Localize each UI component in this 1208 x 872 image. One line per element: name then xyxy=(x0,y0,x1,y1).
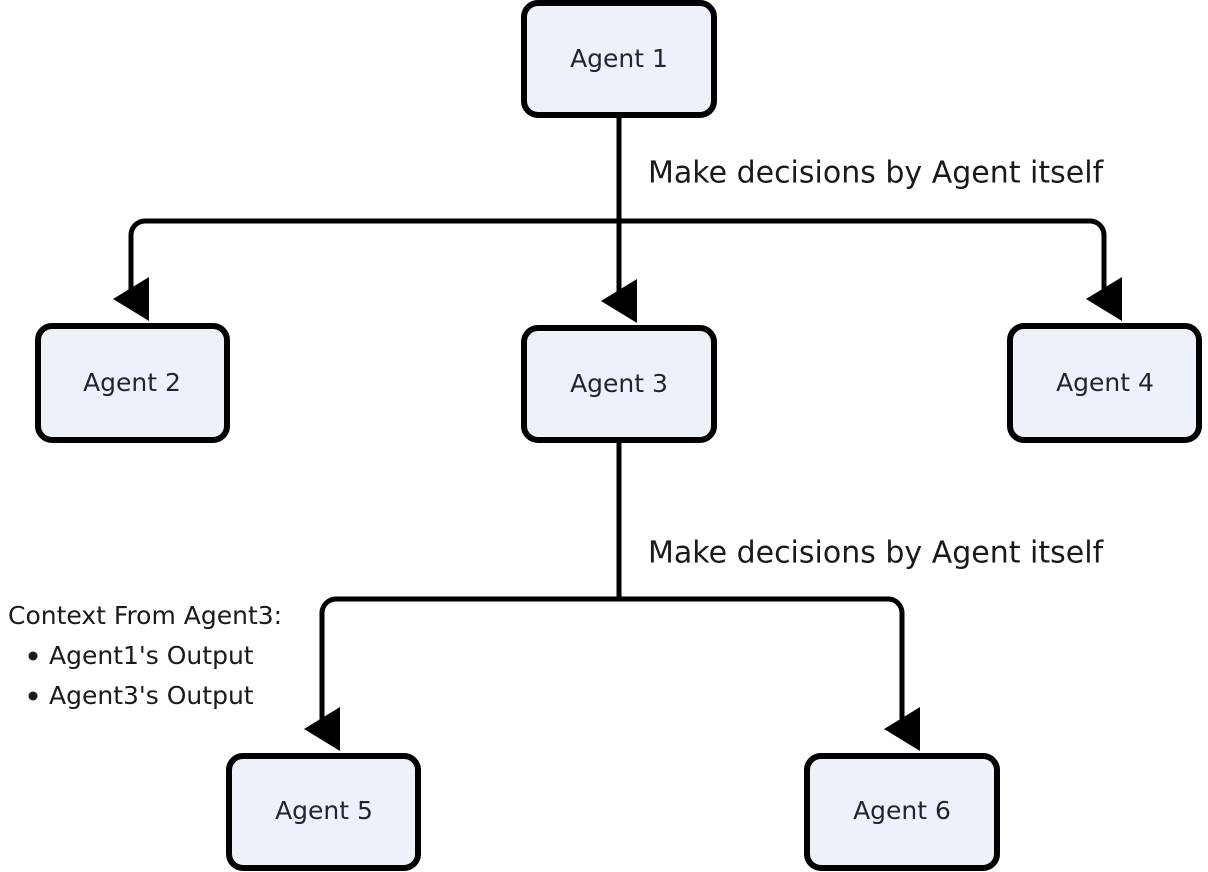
side-note-title: Context From Agent3: xyxy=(8,601,282,630)
edge-agent1-to-agent2 xyxy=(113,218,619,322)
edge-label-top-branch: Make decisions by Agent itself xyxy=(648,156,1105,191)
edge-agent1-to-agent4 xyxy=(619,218,1122,322)
node-agent3-box[interactable] xyxy=(521,325,717,443)
node-agent5-label: Agent 5 xyxy=(275,796,373,825)
node-agent2[interactable]: Agent 2 xyxy=(35,323,230,443)
node-agent4-label: Agent 4 xyxy=(1056,368,1154,397)
node-agent6-box[interactable] xyxy=(804,753,1000,871)
edge-agent3-to-agent6 xyxy=(619,596,920,752)
edge-group-bottom xyxy=(304,440,920,752)
node-agent1-label: Agent 1 xyxy=(570,44,668,73)
edge-label-bottom-branch: Make decisions by Agent itself xyxy=(648,536,1105,571)
side-note-context-from-agent3: Context From Agent3: Agent1's Output Age… xyxy=(8,601,282,710)
side-note-bullet-icon xyxy=(28,691,38,701)
side-note-item-1: Agent3's Output xyxy=(49,681,254,710)
node-agent6-label: Agent 6 xyxy=(853,796,951,825)
node-agent1-box[interactable] xyxy=(521,0,717,118)
node-agent3-label: Agent 3 xyxy=(570,369,668,398)
node-agent4-box[interactable] xyxy=(1007,323,1202,443)
side-note-item-0: Agent1's Output xyxy=(49,641,254,670)
node-agent4[interactable]: Agent 4 xyxy=(1007,323,1202,443)
node-agent6[interactable]: Agent 6 xyxy=(804,753,1000,871)
node-agent3[interactable]: Agent 3 xyxy=(521,325,717,443)
edge-group-top xyxy=(113,115,1122,324)
node-agent1[interactable]: Agent 1 xyxy=(521,0,717,118)
node-agent2-box[interactable] xyxy=(35,323,230,443)
node-agent5[interactable]: Agent 5 xyxy=(226,753,421,871)
edge-agent3-to-agent5 xyxy=(304,596,619,752)
side-note-bullet-icon xyxy=(28,651,38,661)
node-agent5-box[interactable] xyxy=(226,753,421,871)
node-agent2-label: Agent 2 xyxy=(83,368,181,397)
